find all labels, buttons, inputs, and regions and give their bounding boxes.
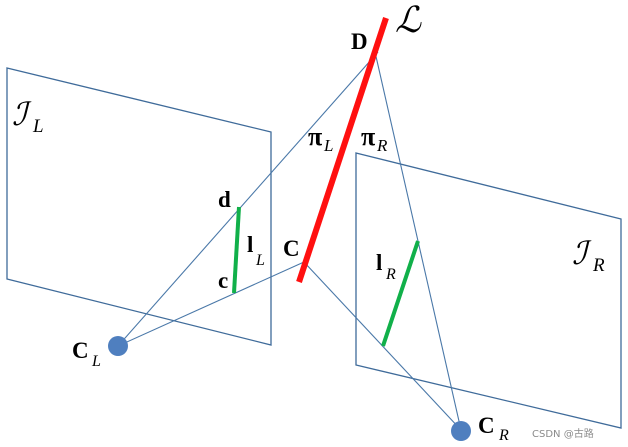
ray-right-to-C	[303, 261, 462, 431]
label-pi-right-subscript: R	[376, 136, 388, 155]
label-camera-right-subscript: R	[498, 427, 509, 444]
label-point-d: d	[218, 187, 231, 212]
label-point-c: c	[218, 268, 228, 293]
label-camera-left: C	[72, 338, 89, 363]
label-right-plane: ℐ	[572, 234, 592, 272]
label-line-left: l	[247, 232, 253, 257]
ray-left-to-D	[117, 51, 379, 347]
label-camera-left-subscript: L	[91, 353, 101, 370]
watermark-text: CSDN @古路	[532, 427, 594, 440]
label-point-D: D	[351, 29, 368, 54]
projected-line-right	[381, 240, 420, 347]
camera-center-right	[451, 421, 471, 441]
label-line-left-subscript: L	[255, 252, 265, 269]
right-image-plane	[355, 152, 622, 429]
label-pi-left-subscript: L	[323, 136, 333, 155]
label-left-plane: ℐ	[12, 95, 32, 133]
label-line-right: l	[376, 250, 382, 275]
line-3d	[296, 17, 389, 283]
label-right-plane-subscript: R	[592, 255, 605, 276]
label-left-plane-subscript: L	[32, 116, 44, 137]
camera-center-left	[108, 336, 128, 356]
left-image-plane	[6, 67, 272, 346]
label-pi-right: π	[361, 122, 375, 151]
label-pi-left: π	[308, 122, 322, 151]
label-camera-right: C	[478, 413, 495, 438]
label-line-3d: ℒ	[395, 0, 422, 41]
label-line-right-subscript: R	[385, 266, 396, 283]
projected-line-left	[232, 206, 241, 294]
ray-left-to-C	[117, 261, 305, 347]
label-point-C: C	[283, 236, 300, 261]
